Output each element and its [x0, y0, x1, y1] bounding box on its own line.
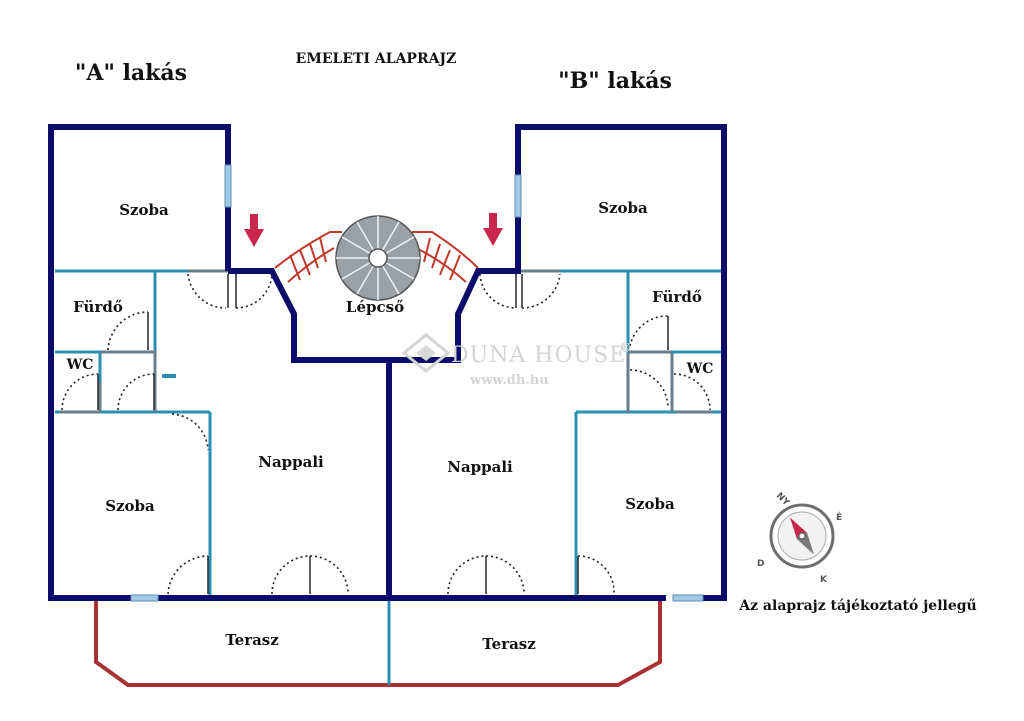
compass-label-ny: NY — [774, 491, 791, 508]
room-b-terasz: Terasz — [482, 635, 536, 653]
compass-icon: NY É D K — [757, 491, 842, 585]
door-swings — [61, 273, 711, 595]
room-a-wc: WC — [66, 357, 94, 373]
watermark-url: www.dh.hu — [469, 373, 549, 388]
entry-arrow-icon — [483, 213, 503, 246]
compass-label-d: D — [757, 559, 764, 569]
room-b-nappali: Nappali — [447, 458, 513, 476]
compass-label-k: K — [820, 575, 828, 585]
spiral-staircase — [335, 215, 421, 301]
room-a-terasz: Terasz — [225, 631, 279, 649]
radiator-mark — [162, 374, 176, 378]
room-b-wc: WC — [686, 361, 714, 377]
apartment-b-title: "B" lakás — [558, 68, 672, 94]
watermark: DUNA HOUSE ® www.dh.hu — [401, 333, 632, 388]
room-a-szoba-bottom: Szoba — [105, 497, 155, 515]
disclaimer-note: Az alaprajz tájékoztató jellegű — [738, 598, 976, 614]
windows — [130, 164, 704, 602]
stair-railing — [274, 231, 479, 283]
watermark-registered-mark: ® — [619, 341, 632, 356]
room-a-szoba-top: Szoba — [119, 201, 169, 219]
room-stair: Lépcső — [346, 298, 404, 316]
room-b-szoba-bottom: Szoba — [625, 495, 675, 513]
terrace-outline — [94, 598, 662, 687]
room-a-furdo: Fürdő — [73, 298, 123, 316]
compass-label-e: É — [836, 511, 842, 523]
plan-title: EMELETI ALAPRAJZ — [296, 51, 457, 67]
door-leaves — [97, 274, 669, 594]
watermark-brand: DUNA HOUSE — [451, 343, 626, 368]
room-b-furdo: Fürdő — [652, 288, 702, 306]
entry-arrow-icon — [244, 214, 264, 247]
duna-house-logo-icon — [401, 333, 451, 373]
apartment-a-title: "A" lakás — [75, 60, 187, 86]
room-a-nappali: Nappali — [258, 453, 324, 471]
room-b-szoba-top: Szoba — [598, 199, 648, 217]
